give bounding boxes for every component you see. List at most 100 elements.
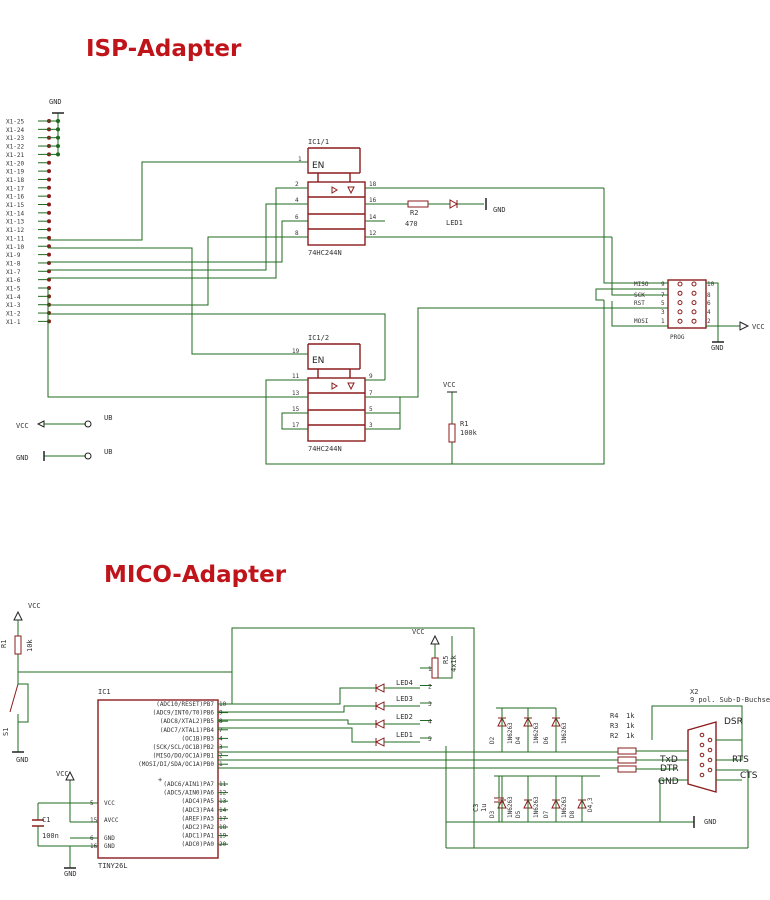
x1-pin-label: X1-11 [6,235,24,242]
s1-label: S1 [2,728,10,736]
r2-name: R2 [410,209,418,217]
prog-pin-7: 7 [661,292,665,299]
dtr-label: DTR [660,764,679,774]
r4-name: R4 [610,712,618,720]
ic1-1-pin-6: 6 [295,214,299,221]
prog-pin-3: 3 [661,309,665,316]
mico-adapter-title: MICO-Adapter [104,562,287,588]
rn-pin-label: 5 [428,736,432,743]
r2-mico-name: R2 [610,732,618,740]
ic1-left-pin-number: 15 [90,817,98,824]
diode-bottom-name: D3 [489,810,496,818]
ic1-right-pin-number: 12 [219,790,227,797]
ic1-right-pin-label: (ADC4)PA5 [181,798,214,805]
subd-pin [699,742,705,748]
prog-pin-2: 2 [707,318,711,325]
prog-pin-right [691,281,697,287]
x1-pin-dot [47,277,51,282]
subd-pin [707,737,713,743]
ic1-2-pin-15: 15 [292,406,300,413]
x1-pin-dot [47,210,51,215]
rn-value: 4x1k [450,654,458,672]
diode-bottom-part: 1N6263 [533,796,540,818]
x1-gnd-junction [55,118,61,124]
ic1-right-pin-label: (OC1B)PB3 [181,735,214,742]
ub1-label: UB [104,414,112,422]
ic1-right-pin-label: (MOSI/DI/SDA/OC1A)PB0 [138,761,214,768]
prog-mosi: MOSI [634,318,649,325]
prog-pin-9: 9 [661,281,665,288]
x1-gnd-junction [55,152,61,157]
led-wire-left [218,705,376,713]
prog-pin-left [677,309,683,315]
rts-label: RTS [732,755,749,765]
prog-rst: RST [634,300,645,307]
ic1-right-pin-number: 7 [219,727,223,734]
ic1-2-en-pin: 19 [292,348,300,355]
subd-pin [699,772,705,778]
x1-pin-label: X1-22 [6,144,24,151]
ic1-2-pin-3: 3 [369,422,373,429]
prog-name: PROG [670,334,685,341]
mico-adapter-schematic [9,610,749,869]
x1-gnd-junction [55,135,61,140]
prog-pin-10: 10 [707,281,715,288]
diode-top-part: 1N6263 [561,722,568,744]
ic1-plus: + [158,776,162,784]
led1-mico-label: LED1 [396,731,413,739]
prog-pin-right [691,309,697,315]
ic1-1-pin-8: 8 [295,230,299,237]
ic1-2-name: IC1/2 [308,334,329,342]
ic1-left-pin-number: 5 [90,800,94,807]
led4-label: LED4 [396,679,413,687]
ic1-1-name: IC1/1 [308,138,329,146]
prog-pin-4: 4 [707,309,711,316]
led1-label: LED1 [446,219,463,227]
x1-pin-label: X1-25 [6,119,24,126]
x2-desc: 9 pol. Sub-D-Buchse [690,696,770,704]
ic1-right-pin-label: (SCK/SCL/OC1B)PB2 [153,744,215,751]
ic1-right-pin-number: 4 [219,735,223,742]
r2-mico-value: 1k [626,732,635,740]
c1-name: C1 [42,816,50,824]
subd-pin [707,757,713,763]
x1-pin-label: X1-1 [6,319,21,326]
cts-label: CTS [740,771,758,781]
ic1-right-pin-number: 17 [219,815,227,822]
x1-pin-label: X1-9 [6,252,21,259]
subd-pin [707,747,713,753]
x1-pin-label: X1-16 [6,194,24,201]
ic1-2-pin-13: 13 [292,390,300,397]
prog-pin-left [677,318,683,324]
r4-value: 1k [626,712,635,720]
ic1-right-pin-number: 8 [219,718,223,725]
x1-pin-label: X1-6 [6,277,21,284]
prog-pin-8: 8 [707,292,711,299]
ic1-1-pin-18: 18 [369,181,377,188]
isp-adapter-title: ISP-Adapter [86,36,242,62]
subd-pin [699,732,705,738]
diode-top-name: D6 [543,736,550,744]
x1-pin-label: X1-12 [6,227,24,234]
x1-pin-dot [47,235,51,240]
ic1-right-pin-label: (ADC10/RESET)PB7 [156,701,214,708]
ic1-right-pin-label: (ADC6/AIN1)PA7 [163,781,214,788]
led2-label: LED2 [396,713,413,721]
x1-pin-label: X1-10 [6,244,24,251]
x1-gnd-junction [55,143,61,149]
led-wire-left [218,719,376,725]
isp-adapter-schematic [36,112,750,465]
gnd-right-label: GND [704,818,717,826]
ic1-1-pin-16: 16 [369,197,377,204]
ic1-right-pin-label: (ADC7/XTAL1)PB4 [160,727,215,734]
led-body [374,701,385,711]
diode-top-name: D2 [489,736,496,744]
x1-pin-label: X1-14 [6,210,24,217]
led-body [374,683,385,693]
diode-bottom-name: D7 [543,810,550,818]
x1-pin-dot [47,169,51,174]
ic1-left-pin-number: 6 [90,835,94,842]
x1-pin-dot [47,252,51,257]
x1-gnd-junction [55,127,61,132]
